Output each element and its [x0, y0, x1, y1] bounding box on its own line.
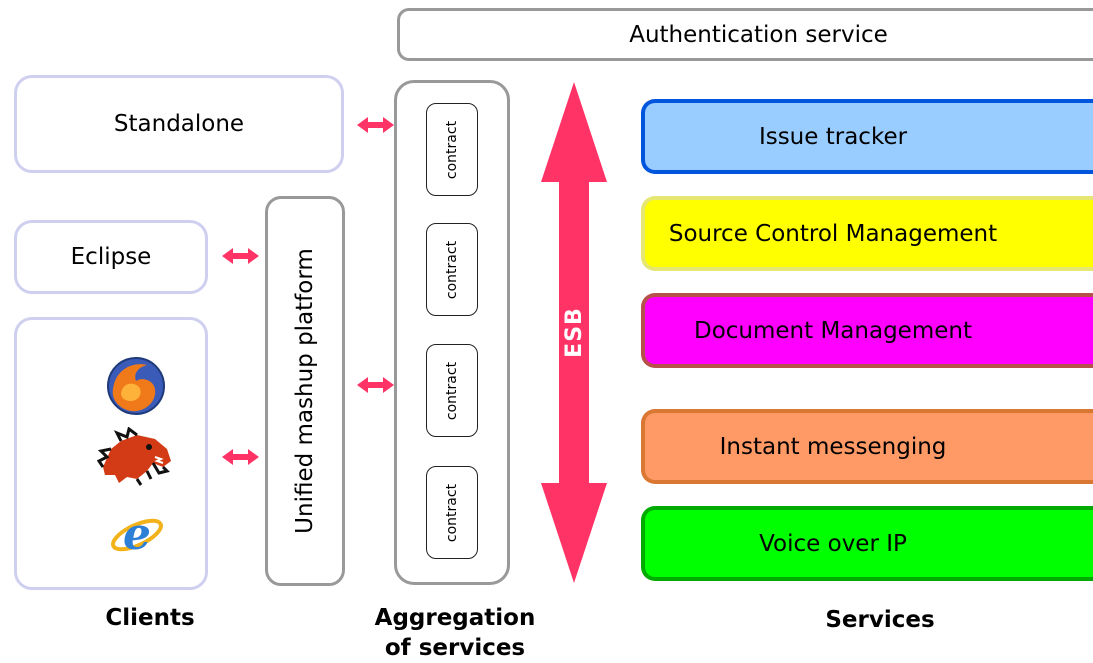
service-label: Source Control Management [668, 220, 998, 247]
service-source-control-management: Source Control Management [641, 196, 1093, 271]
mozilla-icon [96, 426, 175, 487]
eclipse-label: Eclipse [70, 244, 152, 270]
esb-arrow [541, 82, 607, 583]
services-section-label: Services [825, 607, 935, 633]
svg-text:e: e [123, 509, 151, 560]
browser-clients-box: e [14, 317, 208, 590]
firefox-icon [103, 353, 169, 419]
esb-label: ESB [561, 306, 587, 358]
service-label: Voice over IP [759, 530, 907, 557]
unified-mashup-platform-box: Unified mashup platform [265, 196, 345, 586]
authentication-service-label: Authentication service [629, 21, 888, 48]
clients-section-label: Clients [105, 605, 195, 631]
service-label: Document Management [694, 317, 972, 344]
contract-box: contract [426, 466, 478, 559]
aggregation-label-line1: Aggregation [374, 605, 536, 631]
service-issue-tracker: Issue tracker [641, 99, 1093, 174]
service-document-management: Document Management [641, 293, 1093, 368]
service-label: Issue tracker [758, 123, 908, 150]
aggregation-section-label: Aggregation of services [340, 603, 570, 663]
aggregation-label-line2: of services [384, 635, 526, 661]
standalone-client-box: Standalone [14, 75, 344, 173]
esb-label-wrap: ESB [544, 302, 604, 362]
service-voice-over-ip: Voice over IP [641, 506, 1093, 581]
service-instant-messenging: Instant messenging [641, 409, 1093, 484]
internet-explorer-icon: e [109, 507, 165, 563]
double-arrow-icon [222, 117, 394, 465]
service-label: Instant messenging [719, 433, 947, 460]
authentication-service-bar: Authentication service [397, 8, 1093, 61]
contract-box: contract [426, 223, 478, 316]
contract-box: contract [426, 103, 478, 196]
eclipse-client-box: Eclipse [14, 220, 208, 294]
contract-box: contract [426, 344, 478, 437]
standalone-label: Standalone [113, 111, 245, 137]
